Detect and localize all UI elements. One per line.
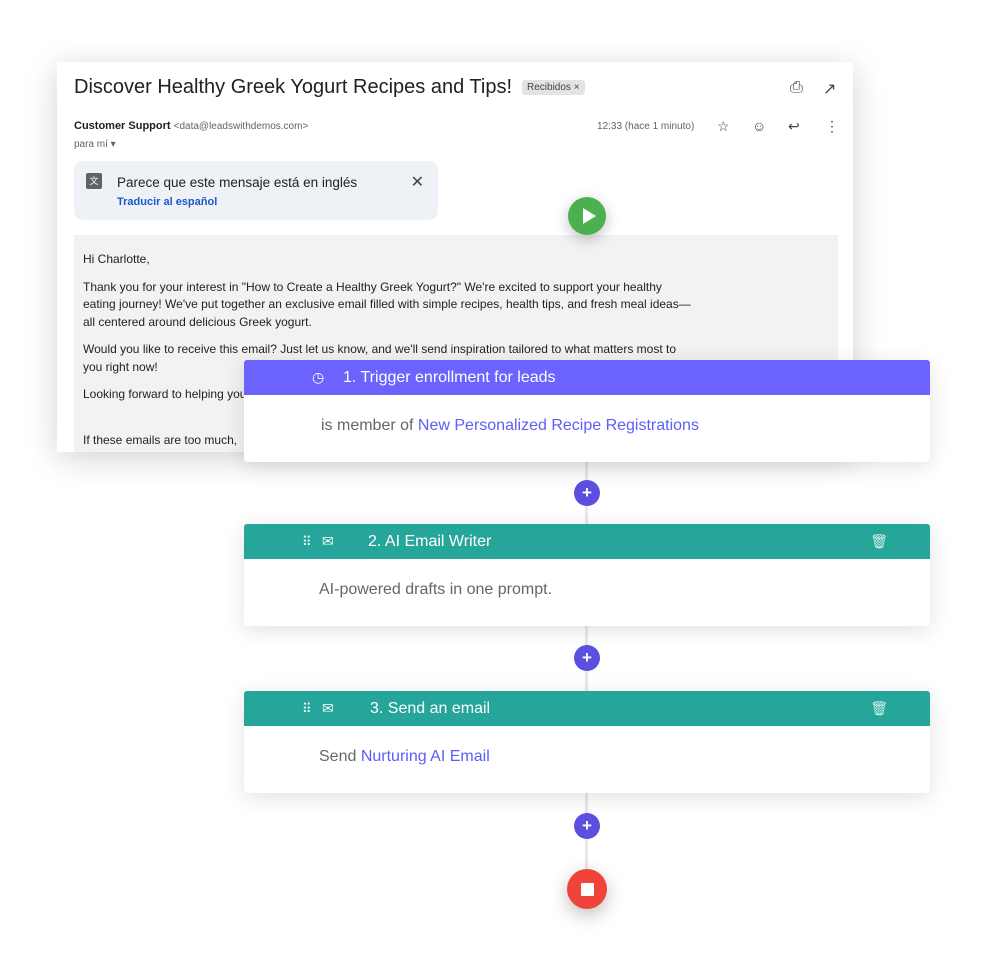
body-paragraph: Would you like to receive this email? Ju… xyxy=(83,342,677,374)
emoji-icon[interactable]: ☺ xyxy=(752,118,767,134)
drag-handle-icon[interactable]: ⠿ xyxy=(302,533,312,549)
envelope-icon: ✉ xyxy=(322,700,334,716)
trash-icon[interactable]: 🗑 xyxy=(870,700,888,716)
body-paragraph: Thank you for your interest in "How to C… xyxy=(83,279,691,329)
step-header: ◷ 1. Trigger enrollment for leads xyxy=(244,360,930,395)
body-paragraph: If these emails are too much, xyxy=(83,432,238,447)
add-step-button[interactable]: + xyxy=(574,645,600,671)
body-paragraph: Looking forward to helping you xyxy=(83,387,247,401)
play-button[interactable] xyxy=(568,197,606,235)
sender-email: <data@leadswithdemos.com> xyxy=(173,121,309,132)
translate-link[interactable]: Traducir al español xyxy=(117,196,218,208)
add-step-button[interactable]: + xyxy=(574,480,600,506)
step-ai-email-writer[interactable]: ⠿ ✉ 2. AI Email Writer 🗑 AI-powered draf… xyxy=(244,524,930,626)
step-text: is member of xyxy=(321,417,418,434)
step-text: AI-powered drafts in one prompt. xyxy=(319,581,553,598)
email-link[interactable]: Nurturing AI Email xyxy=(360,748,490,765)
recipient-dropdown[interactable]: para mí ▾ xyxy=(74,139,116,150)
translate-icon: 文 xyxy=(86,173,102,189)
list-link[interactable]: New Personalized Recipe Registrations xyxy=(417,417,699,434)
step-title: 2. AI Email Writer xyxy=(368,532,492,550)
body-paragraph: Hi Charlotte, xyxy=(83,252,150,266)
translate-banner: 文 Parece que este mensaje está en inglés… xyxy=(74,161,438,220)
step-text: Send xyxy=(319,748,361,765)
step-header: ⠿ ✉ 2. AI Email Writer 🗑 xyxy=(244,524,930,559)
trash-icon[interactable]: 🗑 xyxy=(870,533,888,549)
email-subject: Discover Healthy Greek Yogurt Recipes an… xyxy=(74,76,585,99)
envelope-open-icon: ✉ xyxy=(322,533,334,549)
close-icon[interactable]: ✕ xyxy=(410,174,424,191)
step-send-email[interactable]: ⠿ ✉ 3. Send an email 🗑 Send Nurturing AI… xyxy=(244,691,930,793)
translate-message: Parece que este mensaje está en inglés xyxy=(117,175,358,190)
stop-button[interactable] xyxy=(567,869,607,909)
drag-handle-icon[interactable]: ⠿ xyxy=(302,700,312,716)
step-title: 1. Trigger enrollment for leads xyxy=(343,368,556,386)
email-window: Discover Healthy Greek Yogurt Recipes an… xyxy=(57,62,853,452)
more-icon[interactable]: ⋮ xyxy=(825,118,839,134)
clock-icon: ◷ xyxy=(312,369,325,385)
sender-name: Customer Support xyxy=(74,120,171,132)
open-new-window-icon[interactable]: ↗ xyxy=(823,81,837,98)
timestamp: 12:33 (hace 1 minuto) xyxy=(597,121,695,132)
subject-text: Discover Healthy Greek Yogurt Recipes an… xyxy=(74,76,512,98)
star-icon[interactable]: ☆ xyxy=(717,118,730,134)
reply-icon[interactable]: ↩ xyxy=(788,118,800,134)
inbox-label[interactable]: Recibidos × xyxy=(522,80,585,95)
step-header: ⠿ ✉ 3. Send an email 🗑 xyxy=(244,691,930,726)
add-step-button[interactable]: + xyxy=(574,813,600,839)
print-icon[interactable]: ⎙ xyxy=(790,79,803,96)
step-trigger[interactable]: ◷ 1. Trigger enrollment for leads is mem… xyxy=(244,360,930,462)
step-title: 3. Send an email xyxy=(370,699,491,717)
sender: Customer Support <data@leadswithdemos.co… xyxy=(74,120,308,132)
